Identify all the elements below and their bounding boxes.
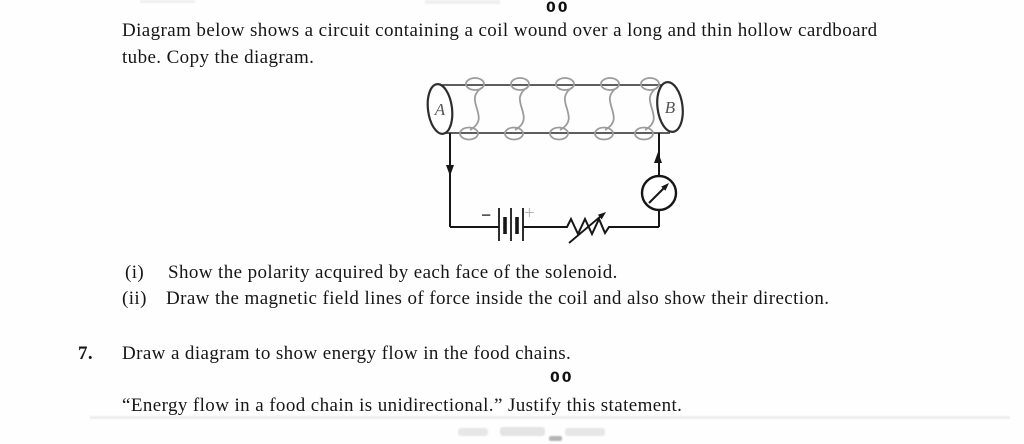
current-arrow-down xyxy=(446,165,454,176)
scan-artifacts xyxy=(90,0,1010,441)
intro-line-1: Diagram below shows a circuit containing… xyxy=(122,20,878,41)
question-7-number: 7. xyxy=(78,343,94,364)
current-arrow-up xyxy=(654,152,662,163)
question-7-quote: “Energy flow in a food chain is unidirec… xyxy=(122,395,683,416)
rheostat-arrow xyxy=(568,212,606,244)
subpart-i-text: Show the polarity acquired by each face … xyxy=(168,262,618,283)
tube-face-b-label: B xyxy=(665,98,676,117)
intro-line-2: tube. Copy the diagram. xyxy=(122,47,315,68)
page-marker-top: 00 xyxy=(546,0,570,16)
galvanometer-icon xyxy=(640,174,678,212)
current-arrows xyxy=(446,152,662,176)
tube-face-left: A xyxy=(426,83,454,135)
question-7-text: Draw a diagram to show energy flow in th… xyxy=(122,343,572,364)
coil-winding xyxy=(459,77,660,141)
battery-minus-label: − xyxy=(481,205,491,225)
tube-face-a-label: A xyxy=(434,100,446,119)
battery-plus-label: + xyxy=(524,203,535,224)
subpart-ii-label: (ii) xyxy=(122,288,147,309)
subpart-i-label: (i) xyxy=(125,262,145,283)
page-marker-middle: 00 xyxy=(550,370,574,386)
tube-face-right: B xyxy=(656,81,684,133)
subpart-ii-text: Draw the magnetic field lines of force i… xyxy=(166,288,830,309)
battery-icon xyxy=(498,208,524,241)
circuit-wires xyxy=(449,133,660,237)
